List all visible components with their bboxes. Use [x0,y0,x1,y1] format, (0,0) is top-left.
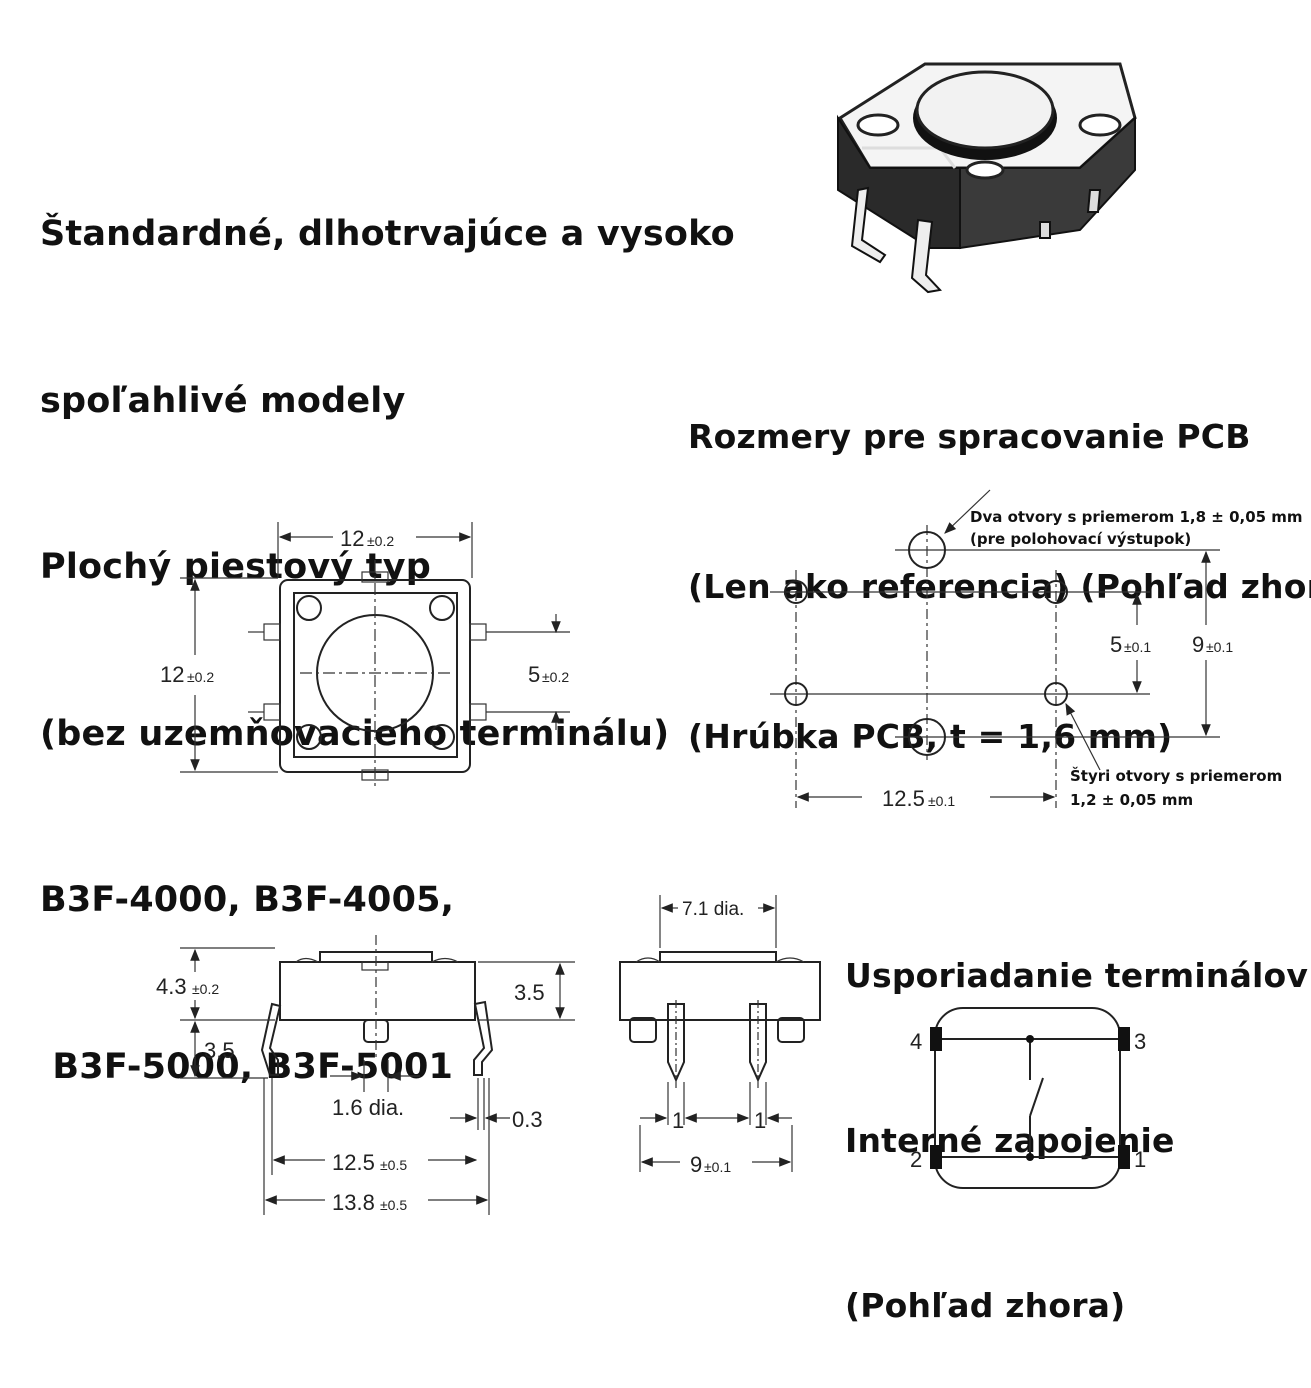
terminal-pin-2: 2 [910,1147,922,1172]
title-line-4: (bez uzemňovacieho terminálu) [40,713,670,754]
pcb-h-pitch-tol: ±0.1 [928,793,955,809]
pcb-v-pitch-tol: ±0.1 [1124,639,1151,655]
side-lead-span-tol: ±0.5 [380,1157,407,1173]
pcb-hole-layout-drawing [770,489,1220,808]
pcb-dimensions-heading: Rozmery pre spracovanie PCB (Len ako ref… [688,312,1311,812]
top-pin-pitch-value: 5 [528,662,540,687]
terminal-holes-note-line-2: 1,2 ± 0,05 mm [1070,791,1193,809]
top-width-tol: ±0.2 [367,533,394,549]
front-lead-pitch-tol: ±0.1 [704,1159,731,1175]
top-height-tol: ±0.2 [187,669,214,685]
top-height-value: 12 [160,662,184,687]
pcb-v-outer-tol: ±0.1 [1206,639,1233,655]
side-height-tol: ±0.2 [192,981,219,997]
terminal-pin-3: 3 [1134,1029,1146,1054]
front-lead-pitch-value: 9 [690,1152,702,1177]
terminal-heading-line-1: Usporiadanie terminálov / [845,956,1311,995]
side-overall-value: 13.8 [332,1190,375,1215]
front-lead-width-right: 1 [754,1108,766,1133]
side-lead-length: 3.5 [204,1038,235,1063]
side-height-value: 4.3 [156,974,187,999]
pcb-v-outer-value: 9 [1192,632,1204,657]
front-view-drawing [619,895,821,1172]
front-plunger-dia: 7.1 dia. [682,899,744,920]
title-line-1: Štandardné, dlhotrvajúce a vysoko [40,214,735,254]
internal-connection-schematic [930,1007,1130,1189]
side-view-drawing [180,935,575,1215]
title-line-6: B3F-5000, B3F-5001 [40,1046,454,1087]
pcb-heading-line-2: (Len ako referencia) (Pohľad zhora) [688,567,1311,606]
terminal-pin-4: 4 [910,1029,922,1054]
pcb-v-pitch-value: 5 [1110,632,1122,657]
title-line-2: spoľahlivé modely [40,380,406,421]
positioning-holes-note-line-1: Dva otvory s priemerom 1,8 ± 0,05 mm [970,508,1303,526]
pcb-h-pitch-value: 12.5 [882,786,925,811]
pcb-heading-line-1: Rozmery pre spracovanie PCB [688,417,1251,456]
title-block: Štandardné, dlhotrvajúce a vysoko spoľah… [40,96,735,1151]
title-line-5: B3F-4000, B3F-4005, [40,880,455,920]
side-body-height: 3.5 [514,980,545,1005]
terminal-pin-1: 1 [1134,1147,1146,1172]
front-lead-width-left: 1 [672,1108,684,1133]
switch-isometric-illustration [837,62,1137,294]
side-lead-span-value: 12.5 [332,1150,375,1175]
top-width-value: 12 [340,526,364,551]
side-boss-dia: 1.6 dia. [332,1095,404,1120]
top-pin-pitch-tol: ±0.2 [542,669,569,685]
side-lead-thickness: 0.3 [512,1107,543,1132]
positioning-holes-note-line-2: (pre polohovací výstupok) [970,530,1191,548]
terminal-heading-line-3: (Pohľad zhora) [845,1286,1126,1325]
drawings-canvas: 12 ±0.2 12 ±0.2 5 ±0.2 Dva otvory s prie… [156,62,1303,1215]
side-overall-tol: ±0.5 [380,1197,407,1213]
top-view-drawing [180,522,570,790]
terminal-holes-note-line-1: Štyri otvory s priemerom [1070,766,1282,785]
terminal-heading-line-2: Interné zapojenie [845,1121,1175,1160]
